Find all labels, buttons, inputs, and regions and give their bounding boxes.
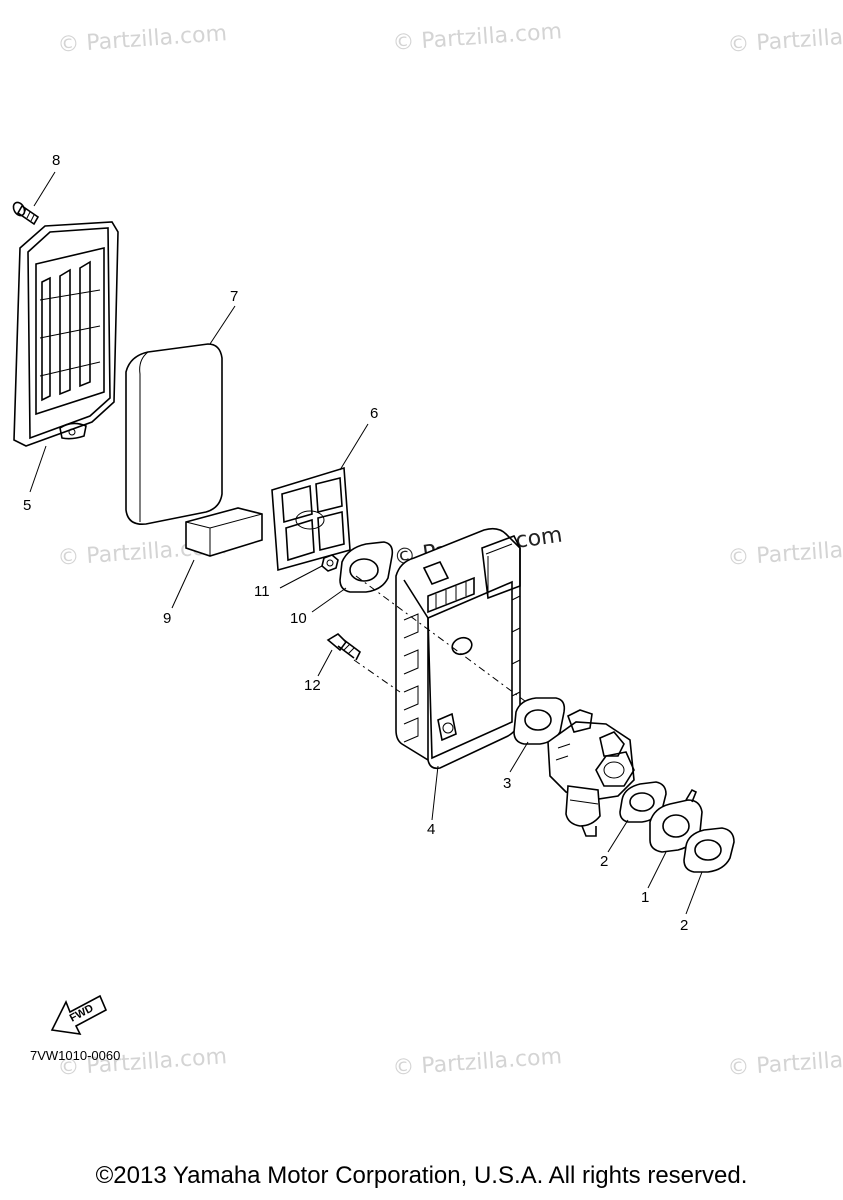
leader-1	[647, 851, 667, 889]
leader-9	[171, 559, 195, 609]
leader-4	[431, 765, 439, 821]
callout-5: 5	[23, 497, 31, 514]
part-9-foam-block	[185, 507, 263, 557]
callout-2-lower: 2	[680, 917, 688, 934]
watermark: © Partzilla.com	[392, 19, 563, 56]
leader-3	[509, 741, 529, 773]
part-3-gasket	[513, 697, 566, 745]
leader-11	[279, 565, 323, 589]
callout-9: 9	[163, 610, 171, 627]
part-7-foam-element	[125, 343, 223, 526]
leader-2b	[685, 871, 703, 915]
part-12-bolt	[326, 632, 362, 661]
watermark: © Partzilla.com	[727, 534, 843, 571]
leader-2a	[607, 819, 629, 853]
part-6-plate	[271, 466, 351, 572]
watermark: © Partzilla.com	[57, 21, 228, 58]
leader-7	[209, 305, 236, 345]
callout-6: 6	[370, 405, 378, 422]
callout-3: 3	[503, 775, 511, 792]
callout-7: 7	[230, 288, 238, 305]
callout-1: 1	[641, 889, 649, 906]
callout-4: 4	[427, 821, 435, 838]
diagram-code: 7VW1010-0060	[30, 1048, 120, 1063]
leader-5	[29, 445, 47, 493]
fwd-arrow: FWD	[50, 994, 108, 1036]
watermark: © Partzilla.com	[727, 21, 843, 58]
callout-11: 11	[254, 583, 270, 600]
callout-8: 8	[52, 152, 60, 169]
leader-6	[339, 423, 369, 471]
callout-2-upper: 2	[600, 853, 608, 870]
watermark: © Partzilla.com	[392, 1044, 563, 1081]
part-2-gasket-lower	[683, 827, 735, 873]
part-4-silencer-body	[395, 527, 521, 770]
part-10-gasket	[339, 541, 394, 593]
callout-10: 10	[290, 610, 307, 627]
leader-8	[33, 171, 56, 207]
watermark: © Partzilla.com	[727, 1044, 843, 1081]
callout-12: 12	[304, 677, 321, 694]
part-8-screw	[12, 201, 40, 226]
part-5-silencer-cover	[13, 221, 119, 447]
leader-12	[317, 649, 333, 677]
carburetor	[547, 709, 635, 837]
copyright-notice: ©2013 Yamaha Motor Corporation, U.S.A. A…	[95, 1162, 748, 1189]
leader-lines	[29, 171, 703, 915]
leader-10	[311, 587, 347, 613]
callout-numbers: 8 7 6 5 11 10 9 12 3 4 2 1 2	[23, 152, 688, 934]
alignment-lines	[353, 575, 557, 725]
part-11-nut	[321, 554, 339, 572]
